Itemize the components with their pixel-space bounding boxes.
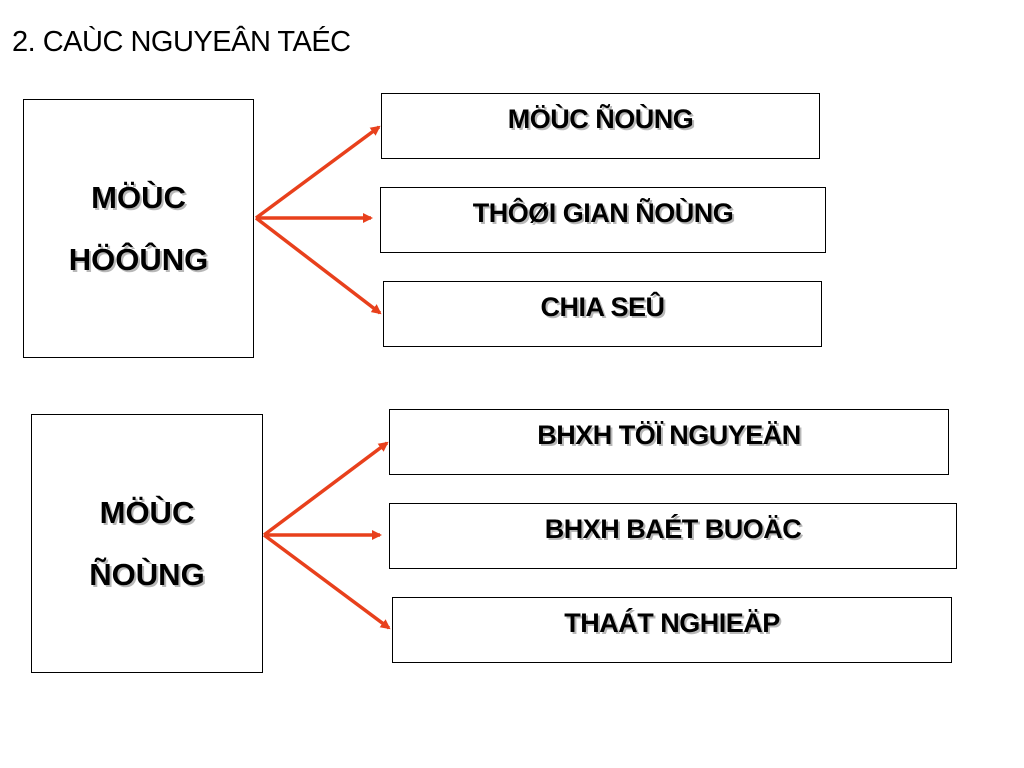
target-label: BHXH BAÉT BUOÄC [544,514,802,544]
arrow-to-muc-dong [254,125,381,220]
source-box-muc-dong: MÖÙC ÑOÙNG [31,414,263,673]
target-box-bhxh-tu-nguyen: BHXH TÖÏ NGUYEÄN [389,409,949,475]
source-label-line2: HÖÔÛNG [68,241,209,277]
arrow-to-chia-se [254,216,382,315]
target-box-muc-dong: MÖÙC ÑOÙNG [381,93,820,159]
arrow-to-bhxh-tu-nguyen [262,441,389,537]
source-label-line1: MÖÙC [99,494,195,530]
target-label: THÔØI GIAN ÑOÙNG [472,198,734,228]
source-label-line2: ÑOÙNG [89,556,205,592]
target-label: CHIA SEÛ [540,292,665,322]
target-label: THAÁT NGHIEÄP [564,608,780,638]
source-label-line1: MÖÙC [91,179,186,215]
target-box-that-nghiep: THAÁT NGHIEÄP [392,597,952,663]
target-label: BHXH TÖÏ NGUYEÄN [537,420,801,450]
target-label: MÖÙC ÑOÙNG [507,104,694,134]
target-box-chia-se: CHIA SEÛ [383,281,822,347]
page-title: 2. CAÙC NGUYEÂN TAÉC [12,26,351,58]
target-box-bhxh-bat-buoc: BHXH BAÉT BUOÄC [389,503,957,569]
arrow-to-that-nghiep [262,533,391,630]
source-box-muc-huong: MÖÙC HÖÔÛNG [23,99,254,358]
target-box-thoi-gian-dong: THÔØI GIAN ÑOÙNG [380,187,826,253]
